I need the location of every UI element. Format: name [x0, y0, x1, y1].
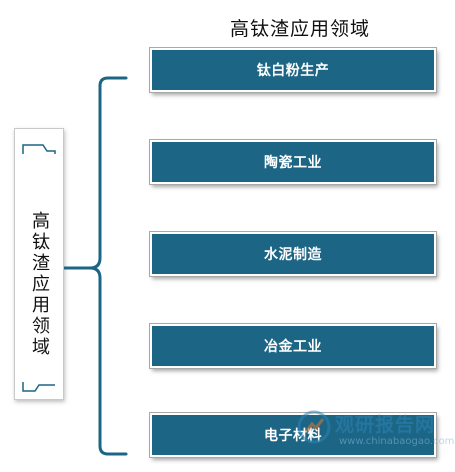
watermark-name: 观研报告网	[335, 414, 436, 436]
app-item-titanium-dioxide: 钛白粉生产	[149, 47, 437, 93]
connector-bracket	[64, 76, 128, 456]
app-item-cement: 水泥制造	[149, 231, 437, 277]
card-bottom-tab	[22, 382, 55, 392]
watermark-url: www.chinabaogao.com	[339, 436, 455, 447]
app-item-ceramics: 陶瓷工业	[149, 139, 437, 185]
app-item-metallurgy: 冶金工业	[149, 323, 437, 369]
diagram-title: 高钛渣应用领域	[229, 18, 370, 40]
card-top-tab	[22, 144, 56, 154]
root-node-label: 高钛渣应用领域	[29, 210, 50, 358]
watermark-logo-icon	[297, 410, 331, 444]
watermark: 观研报告网 www.chinabaogao.com	[291, 408, 454, 456]
root-node-card: 高钛渣应用领域	[14, 128, 64, 400]
